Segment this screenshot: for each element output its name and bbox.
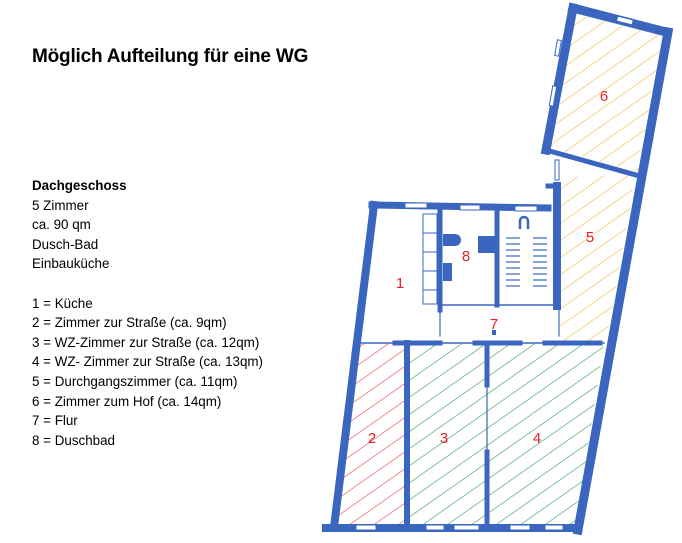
legend-item: 1 = Küche <box>32 295 93 311</box>
room-label-3: 3 <box>440 430 448 447</box>
info-line: ca. 90 qm <box>32 217 91 233</box>
room-label-2: 2 <box>368 430 376 447</box>
room-label-5: 5 <box>586 229 594 246</box>
room-label-6: 6 <box>600 88 608 105</box>
info-panel: Dachgeschoss 5 Zimmer ca. 90 qm Dusch-Ba… <box>32 176 263 450</box>
floor-heading: Dachgeschoss <box>32 178 127 193</box>
info-line: 5 Zimmer <box>32 197 89 213</box>
room-5-hatch <box>560 174 636 344</box>
staircase-icon <box>506 215 547 287</box>
page-title: Möglich Aufteilung für eine WG <box>32 46 309 67</box>
legend-item: 7 = Flur <box>32 413 78 429</box>
legend-item: 4 = WZ- Zimmer zur Straße (ca. 13qm) <box>32 354 264 370</box>
legend-item: 3 = WZ-Zimmer zur Straße (ca. 12qm) <box>32 334 260 350</box>
room-label-4: 4 <box>533 430 541 447</box>
room-label-8: 8 <box>462 248 470 265</box>
room-3-hatch <box>407 344 487 525</box>
info-line: Einbauküche <box>32 256 110 272</box>
room-4-hatch <box>487 344 604 525</box>
bathroom-fixtures <box>443 234 495 281</box>
door-stop <box>492 330 496 335</box>
room-label-1: 1 <box>396 275 404 292</box>
legend-item: 6 = Zimmer zum Hof (ca. 14qm) <box>32 393 222 409</box>
windows <box>355 15 634 531</box>
room-6-hatch <box>552 14 662 172</box>
legend-item: 8 = Duschbad <box>32 432 116 448</box>
room-label-7: 7 <box>490 316 498 333</box>
legend-item: 2 = Zimmer zur Straße (ca. 9qm) <box>32 315 227 331</box>
info-line: Dusch-Bad <box>32 236 99 252</box>
kitchen-counter <box>422 213 438 305</box>
legend-item: 5 = Durchgangszimmer (ca. 11qm) <box>32 373 238 389</box>
